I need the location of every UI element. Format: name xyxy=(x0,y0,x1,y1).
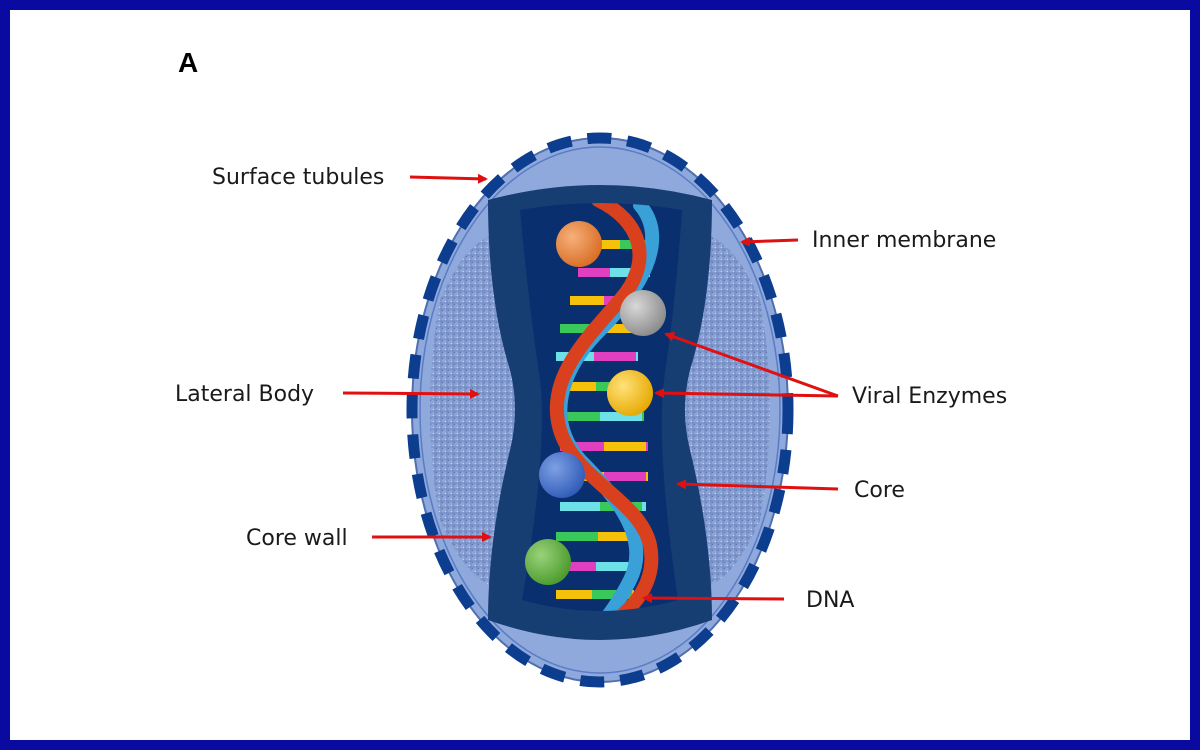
surface-tubules xyxy=(406,132,794,688)
panel-letter: A xyxy=(178,47,198,78)
arrow-lateral-body xyxy=(342,388,480,399)
label-surface-tubules: Surface tubules xyxy=(212,165,384,190)
dna-strand-red xyxy=(549,203,659,611)
arrow-dna xyxy=(642,593,785,604)
label-core: Core xyxy=(854,478,905,503)
label-core-wall: Core wall xyxy=(246,526,348,551)
label-inner-membrane: Inner membrane xyxy=(812,228,996,253)
arrow-core xyxy=(676,479,839,491)
enzyme-yellow xyxy=(607,370,653,416)
enzyme-blue xyxy=(539,452,585,498)
arrow-viral-enzymes-gray xyxy=(664,332,839,398)
label-viral-enzymes: Viral Enzymes xyxy=(852,384,1007,409)
arrow-viral-enzymes-yellow xyxy=(654,388,839,399)
label-dna: DNA xyxy=(806,588,854,613)
enzyme-orange xyxy=(556,221,602,267)
enzyme-green xyxy=(525,539,571,585)
dna-helix xyxy=(549,203,660,611)
arrow-surface-tubules xyxy=(409,173,488,184)
arrow-inner-membrane xyxy=(740,236,799,247)
label-lateral-body: Lateral Body xyxy=(175,382,314,407)
inner-membrane xyxy=(419,146,781,674)
enzyme-gray xyxy=(620,290,666,336)
dna-base-pairs xyxy=(554,240,650,599)
